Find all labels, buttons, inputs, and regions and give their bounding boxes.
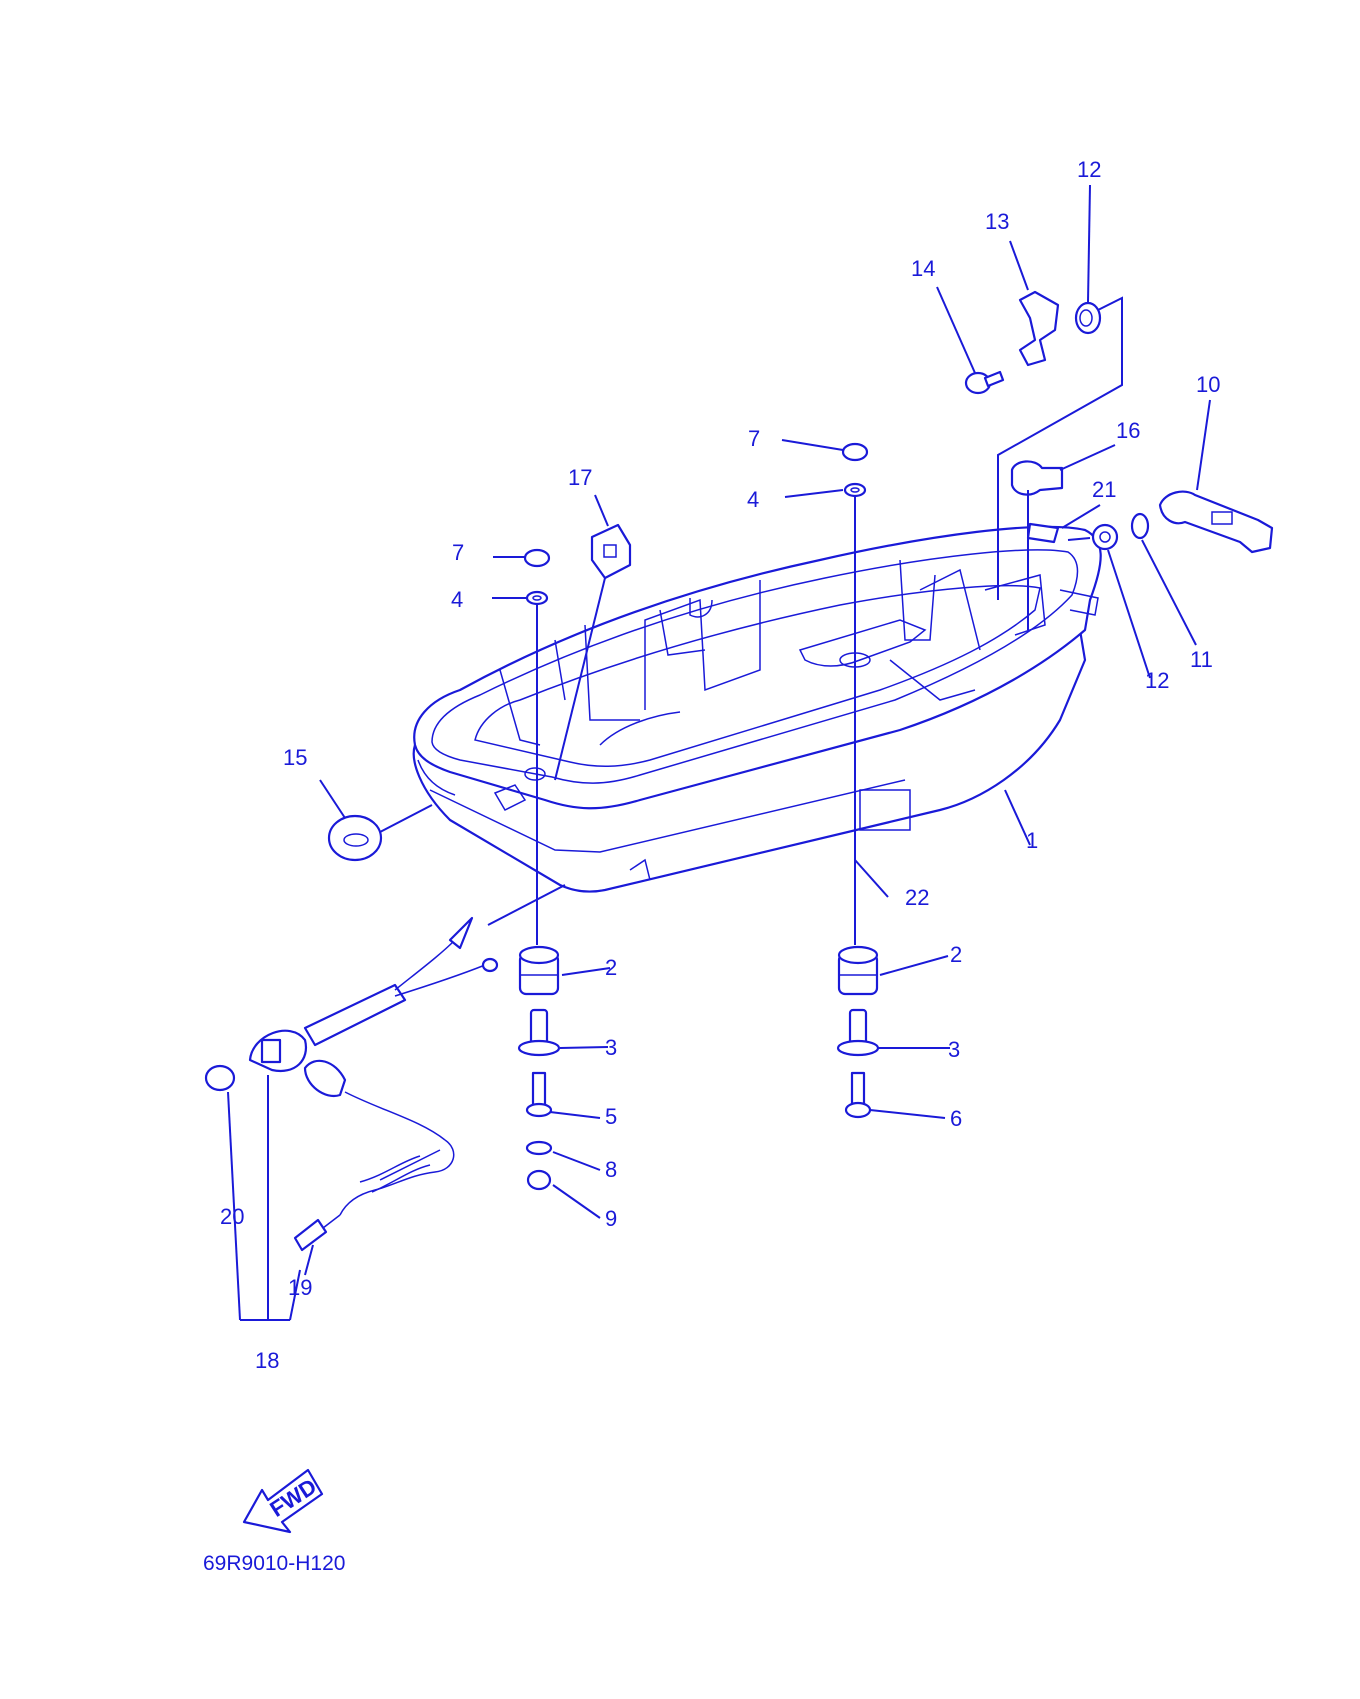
- callout-2: 2: [605, 955, 617, 980]
- stop-switch-assembly: [204, 916, 499, 1252]
- callout-12: 12: [1077, 157, 1101, 182]
- callout-21: 21: [1092, 477, 1116, 502]
- callout-labels: 1 2 2 3 3 4 4 5 6 7 7 8 9 10 11 12 12 13…: [220, 157, 1220, 1373]
- mount-stack-left: [517, 945, 561, 1191]
- callout-10: 10: [1196, 372, 1220, 397]
- callout-8: 8: [605, 1157, 617, 1182]
- callout-18: 18: [255, 1348, 279, 1373]
- bracket-part-13: [1018, 290, 1060, 367]
- pad-part-21: [1026, 522, 1060, 544]
- callout-16: 16: [1116, 418, 1140, 443]
- bolt-part-14: [964, 370, 1005, 395]
- mount-stack-right: [836, 945, 880, 1119]
- lever-part-16: [1010, 460, 1064, 508]
- bottom-cowling: [412, 525, 1102, 893]
- washer-part-4-left: [525, 590, 549, 606]
- callout-22: 22: [905, 885, 929, 910]
- grommet-part-12-top: [1074, 301, 1102, 335]
- callout-13: 13: [985, 209, 1009, 234]
- callout-4: 4: [747, 487, 759, 512]
- callout-12: 12: [1145, 668, 1169, 693]
- nut-part-7-left: [523, 548, 551, 568]
- callout-11: 11: [1190, 647, 1213, 672]
- callout-2: 2: [950, 942, 962, 967]
- callout-3: 3: [948, 1037, 960, 1062]
- grommet-part-15: [327, 814, 383, 862]
- grommet-part-12-right: [1091, 523, 1119, 551]
- callout-7: 7: [452, 540, 464, 565]
- callout-7: 7: [748, 426, 760, 451]
- lever-part-10: [1158, 490, 1274, 554]
- callout-6: 6: [950, 1106, 962, 1131]
- callout-15: 15: [283, 745, 307, 770]
- forward-direction-arrow: FWD: [242, 1468, 324, 1534]
- drawing-code: 69R9010-H120: [203, 1552, 345, 1575]
- callout-20: 20: [220, 1204, 244, 1229]
- callout-14: 14: [911, 256, 935, 281]
- clip-part-17: [590, 523, 632, 580]
- washer-part-4-center: [843, 482, 867, 498]
- nut-part-7-center: [841, 442, 869, 462]
- callout-5: 5: [605, 1104, 617, 1129]
- washer-part-11: [1130, 512, 1150, 540]
- callout-3: 3: [605, 1035, 617, 1060]
- leader-lines: [227, 184, 1211, 1321]
- callout-19: 19: [288, 1275, 312, 1300]
- callout-4: 4: [451, 587, 463, 612]
- callout-1: 1: [1026, 828, 1038, 853]
- callout-9: 9: [605, 1206, 617, 1231]
- callout-17: 17: [568, 465, 592, 490]
